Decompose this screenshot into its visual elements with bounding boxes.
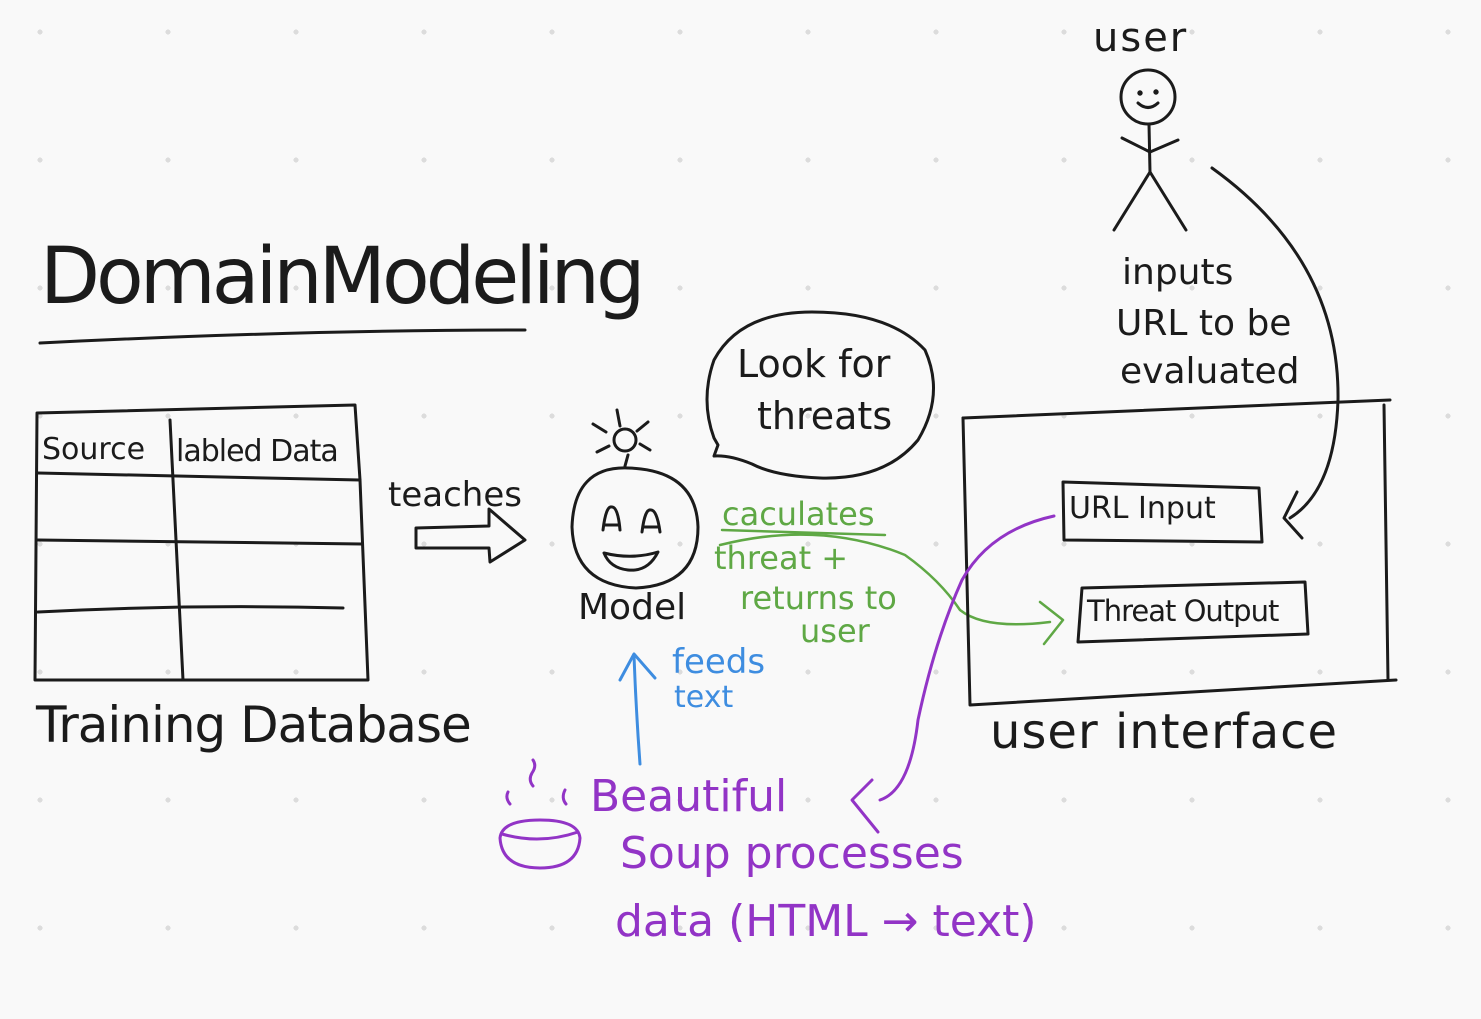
diagram-title: DomainModeling xyxy=(40,232,645,322)
url-input-label: URL Input xyxy=(1069,491,1216,526)
model-label: Model xyxy=(578,587,687,628)
user-note-line-2: URL to be xyxy=(1116,303,1292,344)
soup-line-2: Soup processes xyxy=(620,828,964,879)
speech-line-1: Look for xyxy=(737,342,891,386)
table-header-source: Source xyxy=(42,432,146,467)
training-database-table xyxy=(33,403,370,682)
teaches-label: teaches xyxy=(388,475,522,515)
soup-line-3: data (HTML → text) xyxy=(615,896,1037,947)
calculates-line-1: caculates xyxy=(722,495,875,533)
threat-output-label: Threat Output xyxy=(1087,594,1279,628)
user-interface-caption: user interface xyxy=(990,704,1339,760)
user-note-line-3: evaluated xyxy=(1120,351,1300,392)
table-header-labled-data: labled Data xyxy=(176,434,339,469)
user-stick-figure xyxy=(1112,68,1188,232)
model-robot xyxy=(570,408,700,590)
feeds-text-label: text xyxy=(674,680,734,715)
soup-process-arrow xyxy=(850,514,1056,834)
feeds-arrow xyxy=(618,652,657,766)
speech-bubble xyxy=(705,310,935,480)
user-label: user xyxy=(1093,15,1189,61)
user-interface-box xyxy=(961,398,1398,707)
url-input-box xyxy=(1061,480,1264,544)
speech-line-2: threats xyxy=(757,394,893,438)
calculates-line-3: returns to xyxy=(740,579,897,617)
title-underline xyxy=(38,328,527,345)
calculates-arrow xyxy=(718,528,1065,646)
user-input-arrow xyxy=(1210,166,1340,540)
feeds-label: feeds xyxy=(672,642,766,682)
user-note-line-1: inputs xyxy=(1122,252,1234,293)
calculates-line-2: threat + xyxy=(714,539,849,577)
soup-bowl-icon xyxy=(498,758,582,870)
training-database-caption: Training Database xyxy=(36,696,472,754)
soup-line-1: Beautiful xyxy=(590,771,788,822)
teaches-arrow xyxy=(414,507,527,564)
calculates-line-4: user xyxy=(800,612,870,650)
threat-output-box xyxy=(1076,580,1310,644)
